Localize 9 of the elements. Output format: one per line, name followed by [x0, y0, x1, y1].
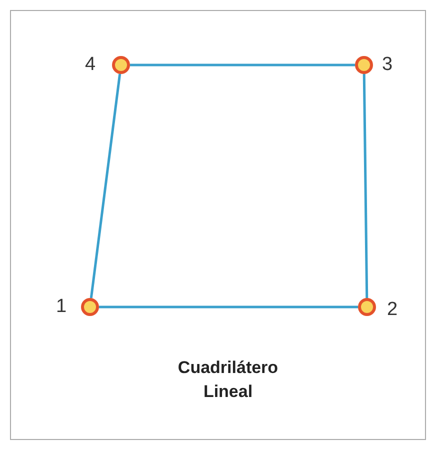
vertex-number: 4	[85, 55, 96, 74]
edge-line	[90, 74, 122, 298]
vertex-number: 1	[56, 297, 67, 316]
vertex-number: 3	[382, 55, 393, 74]
edge-line	[130, 64, 355, 66]
caption: Cuadrilátero Lineal	[176, 357, 280, 403]
edge-line	[99, 306, 358, 308]
edge-line	[362, 74, 368, 298]
vertex-number: 2	[387, 300, 398, 319]
